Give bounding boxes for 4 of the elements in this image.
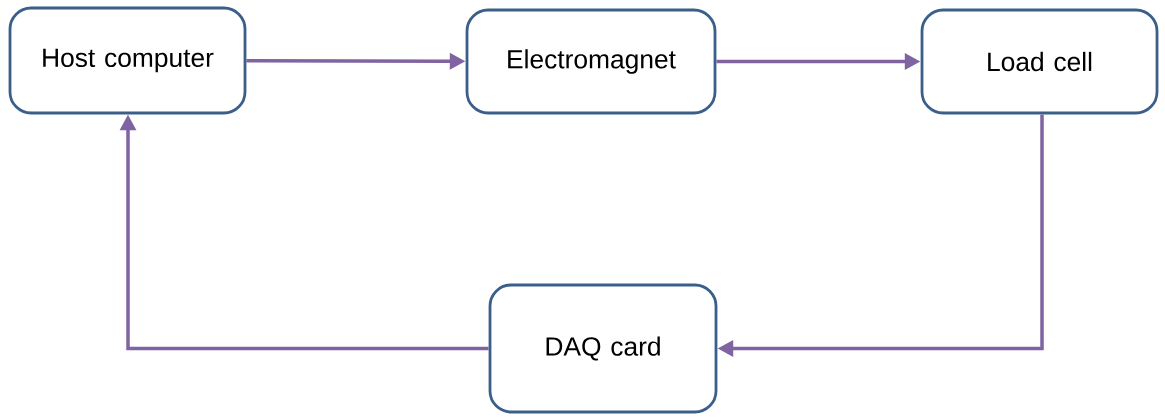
process-box: DAQ card <box>488 283 718 414</box>
process-box: Electromagnet <box>465 8 717 115</box>
process-box: Host computer <box>8 6 247 115</box>
process-box: Load cell <box>920 8 1159 115</box>
